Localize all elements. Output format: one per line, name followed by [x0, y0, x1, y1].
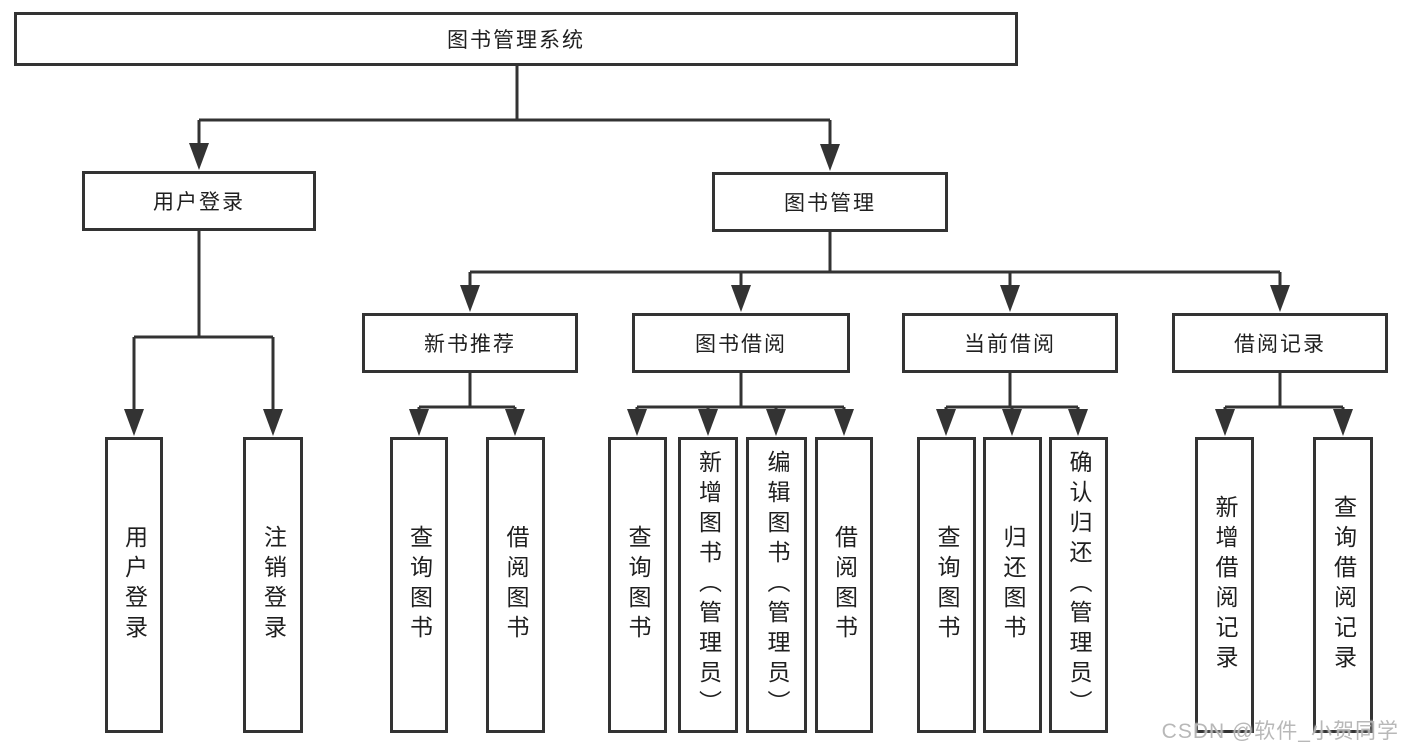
node-user-login-label: 用户登录 [153, 191, 245, 214]
leaf-query-books-current-label: 查询图书 [934, 525, 960, 645]
leaf-query-borrow-record: 查询借阅记录 [1313, 437, 1373, 733]
leaf-borrow-books-label: 借阅图书 [831, 525, 858, 645]
node-current-borrow-label: 当前借阅 [964, 333, 1056, 356]
leaf-borrow-books-recommend-label: 借阅图书 [503, 525, 529, 645]
node-borrow-records: 借阅记录 [1172, 313, 1388, 373]
leaf-query-books-recommend: 查询图书 [390, 437, 448, 733]
csdn-watermark: CSDN @软件_小贺同学 [1161, 720, 1399, 743]
leaf-borrow-books-recommend: 借阅图书 [486, 437, 545, 733]
leaf-query-books-current: 查询图书 [917, 437, 976, 733]
leaf-logout: 注销登录 [243, 437, 303, 733]
leaf-query-books-borrow: 查询图书 [608, 437, 667, 733]
leaf-edit-book-admin: 编辑图书（管理员） [746, 437, 807, 733]
node-new-book-recommend-label: 新书推荐 [424, 333, 516, 356]
node-book-borrow-label: 图书借阅 [695, 333, 787, 356]
leaf-confirm-return-admin: 确认归还（管理员） [1049, 437, 1108, 733]
node-borrow-records-label: 借阅记录 [1234, 333, 1326, 356]
node-new-book-recommend: 新书推荐 [362, 313, 578, 373]
leaf-return-books-label: 归还图书 [1000, 525, 1026, 645]
leaf-confirm-return-admin-label: 确认归还（管理员） [1066, 450, 1092, 720]
leaf-user-login-label: 用户登录 [121, 525, 148, 645]
leaf-add-book-admin: 新增图书（管理员） [678, 437, 738, 733]
node-user-login: 用户登录 [82, 171, 316, 231]
node-root-label: 图书管理系统 [447, 29, 585, 52]
leaf-query-borrow-record-label: 查询借阅记录 [1330, 495, 1357, 675]
leaf-edit-book-admin-label: 编辑图书（管理员） [764, 450, 790, 720]
node-book-borrow: 图书借阅 [632, 313, 850, 373]
node-current-borrow: 当前借阅 [902, 313, 1118, 373]
node-book-management-label: 图书管理 [784, 192, 876, 215]
node-root-library-system: 图书管理系统 [14, 12, 1018, 66]
arrowheads [124, 143, 1353, 436]
leaf-borrow-books: 借阅图书 [815, 437, 873, 733]
leaf-add-borrow-record: 新增借阅记录 [1195, 437, 1254, 733]
leaf-user-login: 用户登录 [105, 437, 163, 733]
leaf-add-book-admin-label: 新增图书（管理员） [695, 450, 722, 720]
node-book-management: 图书管理 [712, 172, 948, 232]
leaf-return-books: 归还图书 [983, 437, 1042, 733]
leaf-logout-label: 注销登录 [260, 525, 287, 645]
leaf-query-books-recommend-label: 查询图书 [406, 525, 433, 645]
leaf-add-borrow-record-label: 新增借阅记录 [1212, 495, 1238, 675]
leaf-query-books-borrow-label: 查询图书 [625, 525, 651, 645]
